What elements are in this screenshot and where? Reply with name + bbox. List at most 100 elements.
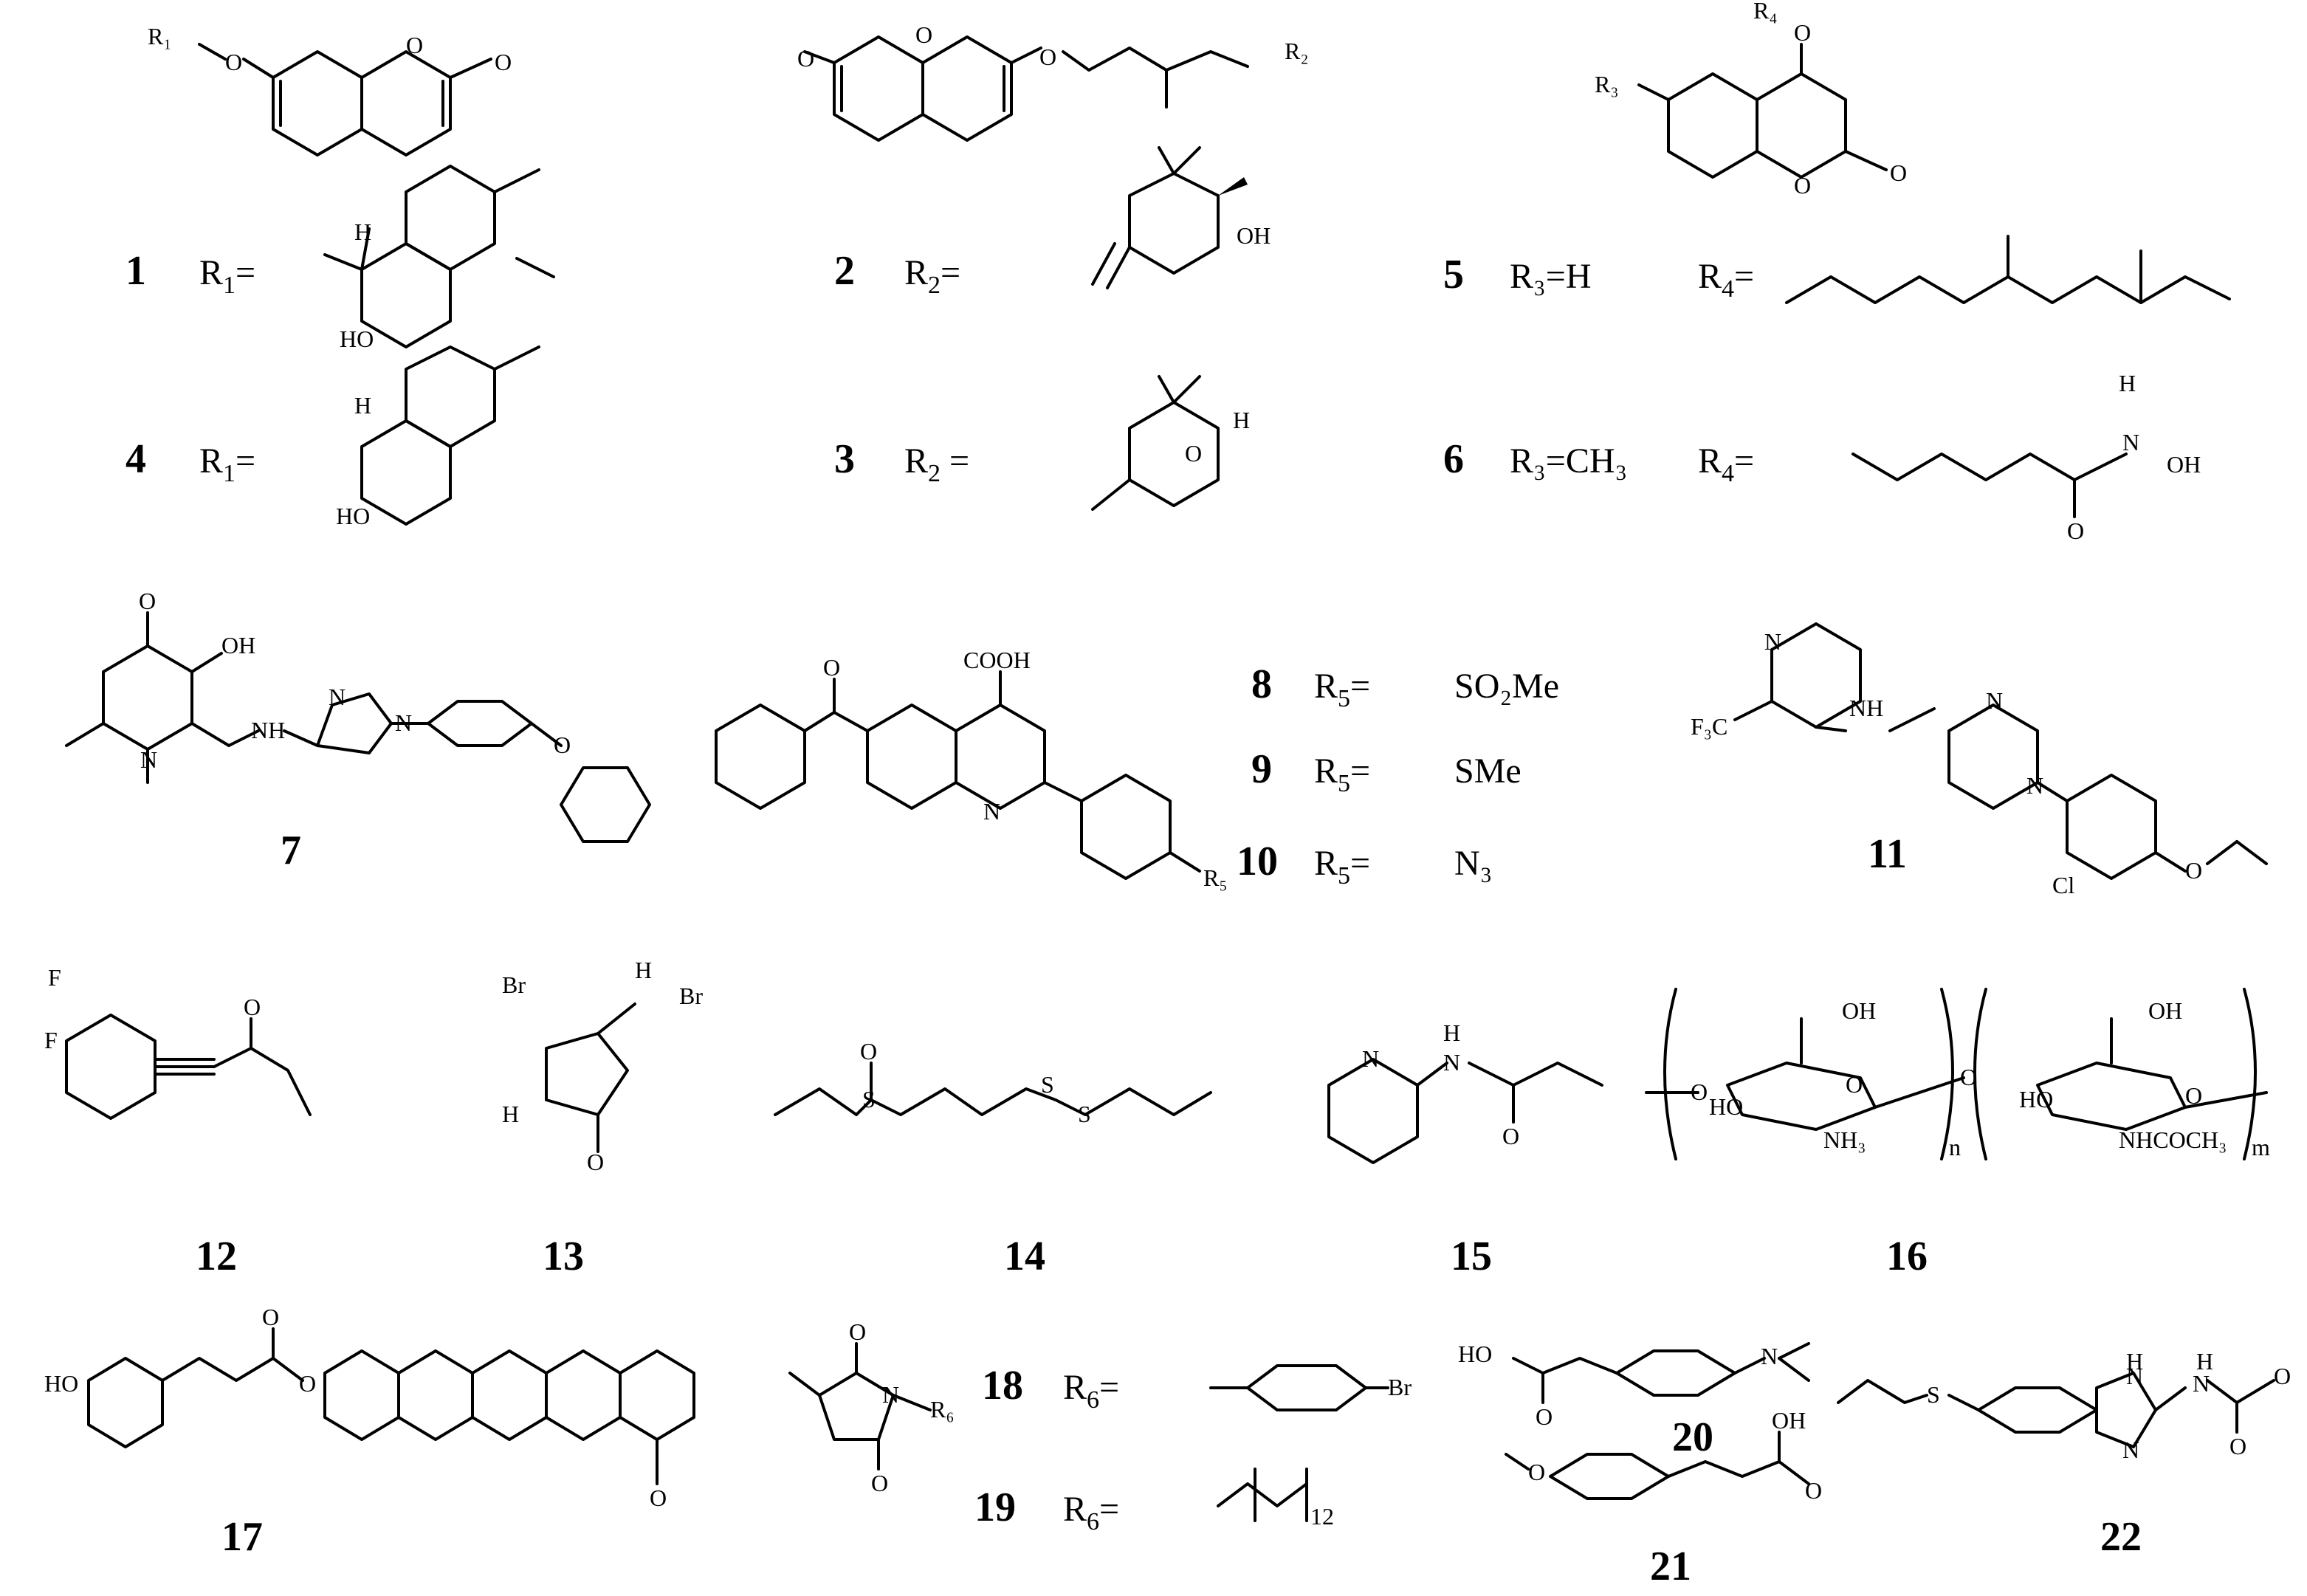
- imide-n-18: N: [882, 1381, 899, 1408]
- hydroxyl-20: HO: [1458, 1341, 1492, 1367]
- imide-oxygen-18a: O: [849, 1318, 866, 1345]
- compound-5-rgroup: R4=: [1698, 257, 1754, 303]
- compound-number-19: 19: [974, 1485, 1016, 1530]
- hydroxyl-7: OH: [221, 632, 255, 658]
- compound-number-15: 15: [1451, 1234, 1492, 1279]
- structure-compound-16: OH OH O O O O HO HO NH₃ NHCOCH₃ n m: [1645, 988, 2270, 1160]
- glycosidic-oxygen-16a: O: [1691, 1079, 1708, 1105]
- substituent-r1-compound-1: H HO: [323, 165, 555, 352]
- acetamide-16: NHCOCH₃: [2119, 1127, 2227, 1153]
- dimethylamine-n-20: N: [1761, 1343, 1778, 1369]
- ring-oxygen-16b: O: [2185, 1082, 2202, 1109]
- bromine-13a: Br: [502, 971, 526, 998]
- compound-3-rgroup: R2 =: [904, 441, 969, 487]
- carbonyl-oxygen-2: O: [797, 45, 814, 72]
- ring-oxygen-5: O: [1794, 172, 1811, 199]
- amine-11: NH: [1849, 695, 1883, 721]
- sulfoxide-oxygen-14: O: [860, 1038, 877, 1064]
- hydroxyl-21: OH: [1772, 1407, 1806, 1434]
- structure-compound-11: N F₃C NH N N O Cl: [1691, 622, 2268, 898]
- bromine-13b: Br: [679, 983, 703, 1009]
- ether-oxygen-5: O: [1794, 19, 1811, 46]
- carbonyl-oxygen-21: O: [1805, 1477, 1822, 1504]
- h-atom-13b: H: [502, 1101, 519, 1127]
- compound-number-10: 10: [1237, 839, 1278, 884]
- amide-bond-6: [2073, 453, 2128, 481]
- r3-label: R₃: [1595, 71, 1619, 97]
- structure-compound-14: O S S S: [774, 1038, 1212, 1127]
- ether-oxygen-7: O: [554, 732, 571, 758]
- ether-oxygen-11: O: [2185, 857, 2202, 884]
- compound-number-18: 18: [982, 1363, 1023, 1408]
- carbonyl-oxygen-20: O: [1536, 1403, 1553, 1430]
- amide-h-6: H: [2119, 370, 2136, 396]
- substituent-r6-compound-18: Br: [1209, 1364, 1412, 1411]
- structure-compound-15: N H N O: [1327, 1019, 1603, 1164]
- substituent-r2-compound-2: OH: [1091, 146, 1271, 289]
- compound-number-2: 2: [834, 248, 855, 294]
- hydroxyl-4: HO: [336, 503, 370, 529]
- ring-oxygen: O: [406, 32, 423, 58]
- sulfur-14c: S: [1078, 1101, 1091, 1127]
- aldehyde-oxygen-17: O: [650, 1485, 667, 1511]
- amine-16: NH₃: [1823, 1127, 1866, 1153]
- compound-18-rgroup: R6=: [1063, 1368, 1119, 1414]
- methoxy-oxygen-21: O: [1528, 1459, 1545, 1485]
- structure-compound-22: S H N N H N O O: [1837, 1348, 2291, 1463]
- hydroxyl-2: OH: [1237, 222, 1271, 249]
- carbonyl-oxygen-17: O: [262, 1304, 279, 1330]
- carboxyl-8: COOH: [963, 647, 1031, 673]
- amine-7: NH: [251, 717, 285, 743]
- compound-8-substituent: SO₂Me: [1454, 667, 1559, 706]
- quinoline-nitrogen-8: N: [983, 798, 1000, 825]
- epoxide-oxygen-3: O: [1185, 440, 1202, 467]
- h-atom-13a: H: [635, 957, 652, 983]
- compound-19-rgroup: R6=: [1063, 1490, 1119, 1535]
- ether-oxygen: O: [225, 49, 242, 75]
- amide-h-15: H: [1443, 1019, 1460, 1046]
- compound-number-14: 14: [1004, 1234, 1045, 1279]
- compound-number-17: 17: [221, 1514, 263, 1560]
- pyridine-n-11: N: [1764, 628, 1781, 655]
- compound-9-rgroup: R5=: [1314, 751, 1370, 797]
- pyrimidine-n1-11: N: [1986, 687, 2003, 714]
- structure-compound-20: HO O N: [1458, 1341, 1810, 1430]
- carbamate-n-22: N: [2193, 1370, 2210, 1397]
- compound-5-r3: R₃=H: [1510, 257, 1591, 296]
- ring-oxygen-16a: O: [1846, 1071, 1863, 1098]
- scaffold-8-9-10: O COOH N R₅: [715, 647, 1228, 891]
- compound-number-13: 13: [543, 1234, 584, 1279]
- scaffold-2-3: O O O R₂: [797, 21, 1309, 142]
- hydroxyl-1: HO: [340, 326, 374, 352]
- hydroxyl-6: OH: [2167, 451, 2201, 478]
- compound-number-9: 9: [1251, 746, 1272, 792]
- ketone-oxygen-8: O: [823, 654, 840, 681]
- triazole-n2-7: N: [395, 709, 412, 736]
- compound-number-11: 11: [1868, 831, 1907, 877]
- compound-6-rgroup: R4=: [1698, 441, 1754, 487]
- ketone-oxygen-13: O: [587, 1149, 604, 1175]
- ester-oxygen-22: O: [2274, 1363, 2291, 1389]
- compound-number-8: 8: [1251, 661, 1272, 707]
- hydroxamate-chain-6: [1852, 453, 2076, 481]
- amide-n-15: N: [1443, 1049, 1460, 1076]
- carbonyl-oxygen-22: O: [2229, 1433, 2246, 1459]
- compound-10-substituent: N₃: [1454, 844, 1492, 883]
- compound-number-21: 21: [1650, 1544, 1691, 1589]
- glycosidic-oxygen-16b: O: [1960, 1064, 1977, 1090]
- r1-label: R₁: [148, 23, 172, 49]
- carbonyl-oxygen-5: O: [1890, 159, 1907, 186]
- h-atom-22a: H: [2126, 1348, 2143, 1375]
- r2-label: R₂: [1285, 38, 1309, 64]
- repeat-12-label: 12: [1310, 1503, 1334, 1530]
- sulfur-22: S: [1927, 1381, 1940, 1408]
- ketone-oxygen-12: O: [244, 994, 261, 1020]
- h-atom-4: H: [354, 392, 371, 419]
- hydroxyl-16b: OH: [2148, 997, 2182, 1024]
- carbonyl-oxygen-6: O: [2067, 517, 2084, 544]
- compound-number-5: 5: [1443, 252, 1464, 297]
- h-atom-22b: H: [2196, 1348, 2213, 1375]
- scaffold-5-6: O R₄ R₃ O O: [1595, 0, 1907, 199]
- ether-oxygen-2: O: [1039, 44, 1056, 70]
